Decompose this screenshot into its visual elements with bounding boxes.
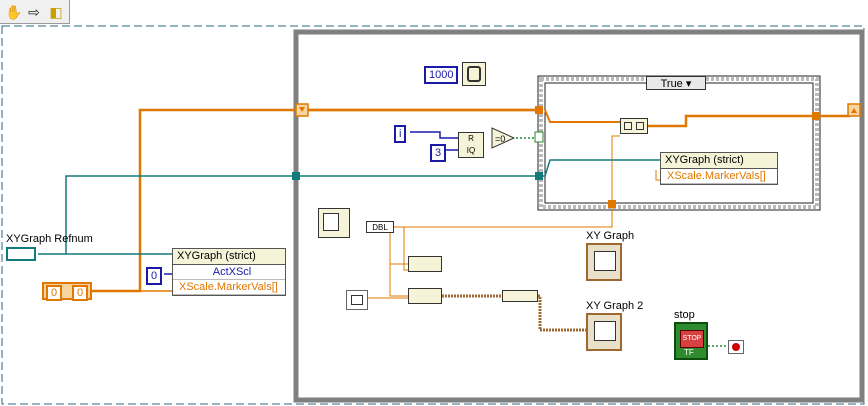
- toolbar: ✋ ⇨ ◧: [0, 0, 70, 24]
- xy-graph-terminal[interactable]: [586, 243, 622, 281]
- while-loop-border: [293, 29, 865, 403]
- hand-icon[interactable]: ✋: [5, 4, 23, 20]
- wait-ms-constant[interactable]: 1000: [424, 66, 459, 84]
- loop-condition-terminal[interactable]: [728, 340, 744, 354]
- array-index[interactable]: 0: [46, 285, 63, 301]
- property-node-left[interactable]: XYGraph (strict) ActXScl XScale.MarkerVa…: [172, 248, 286, 296]
- graph1-label: XY Graph: [586, 230, 635, 242]
- property-node-top-title: XYGraph (strict): [661, 153, 777, 169]
- dice-icon: [351, 295, 363, 305]
- highlight-execution-icon[interactable]: ◧: [49, 4, 63, 20]
- refnum-label: XYGraph Refnum: [6, 233, 93, 245]
- case-selector-label: True ▾: [660, 78, 692, 90]
- random-number-node[interactable]: [346, 290, 368, 310]
- stop-button-face: STOP: [680, 330, 704, 348]
- case-structure-outer: [537, 75, 821, 211]
- property-node-top[interactable]: XYGraph (strict) XScale.MarkerVals[]: [660, 152, 778, 185]
- build-array-node[interactable]: [620, 118, 648, 134]
- case-selector[interactable]: True ▾: [646, 76, 706, 90]
- svg-text:=0: =0: [495, 134, 505, 144]
- property-node-top-prop: XScale.MarkerVals[]: [661, 169, 777, 184]
- xygraph-refnum[interactable]: [6, 247, 36, 261]
- xy-graph-2-terminal[interactable]: [586, 313, 622, 351]
- stop-label: stop: [674, 309, 695, 321]
- stop-button-terminal[interactable]: STOP TF: [674, 322, 708, 360]
- stop-condition-icon: [732, 343, 740, 351]
- array-icon: [636, 122, 644, 130]
- iteration-terminal[interactable]: i: [394, 125, 407, 143]
- build-array-node-2[interactable]: [502, 290, 538, 302]
- tick-count-node[interactable]: [318, 208, 350, 238]
- graph2-label: XY Graph 2: [586, 300, 644, 312]
- case-structure-pattern: [539, 77, 819, 209]
- array-constant[interactable]: 0 0: [42, 282, 92, 301]
- bundle-node-1[interactable]: [408, 256, 442, 272]
- clock-icon: [323, 213, 339, 231]
- actxscl-index-constant[interactable]: 0: [146, 267, 163, 285]
- bundle-node-2[interactable]: [408, 288, 442, 304]
- divisor-constant[interactable]: 3: [430, 144, 447, 162]
- property-node-left-prop1: ActXScl: [173, 265, 285, 280]
- array-element[interactable]: 0: [72, 285, 89, 301]
- wait-function[interactable]: [462, 62, 486, 86]
- case-structure-inner: [544, 82, 814, 204]
- property-node-left-prop2: XScale.MarkerVals[]: [173, 280, 285, 295]
- watch-icon: [467, 66, 481, 82]
- arrow-right-icon[interactable]: ⇨: [28, 4, 40, 20]
- property-node-left-title: XYGraph (strict): [173, 249, 285, 265]
- stop-tf-label: TF: [684, 348, 694, 357]
- to-double-node[interactable]: DBL: [366, 221, 394, 233]
- array-icon: [624, 122, 632, 130]
